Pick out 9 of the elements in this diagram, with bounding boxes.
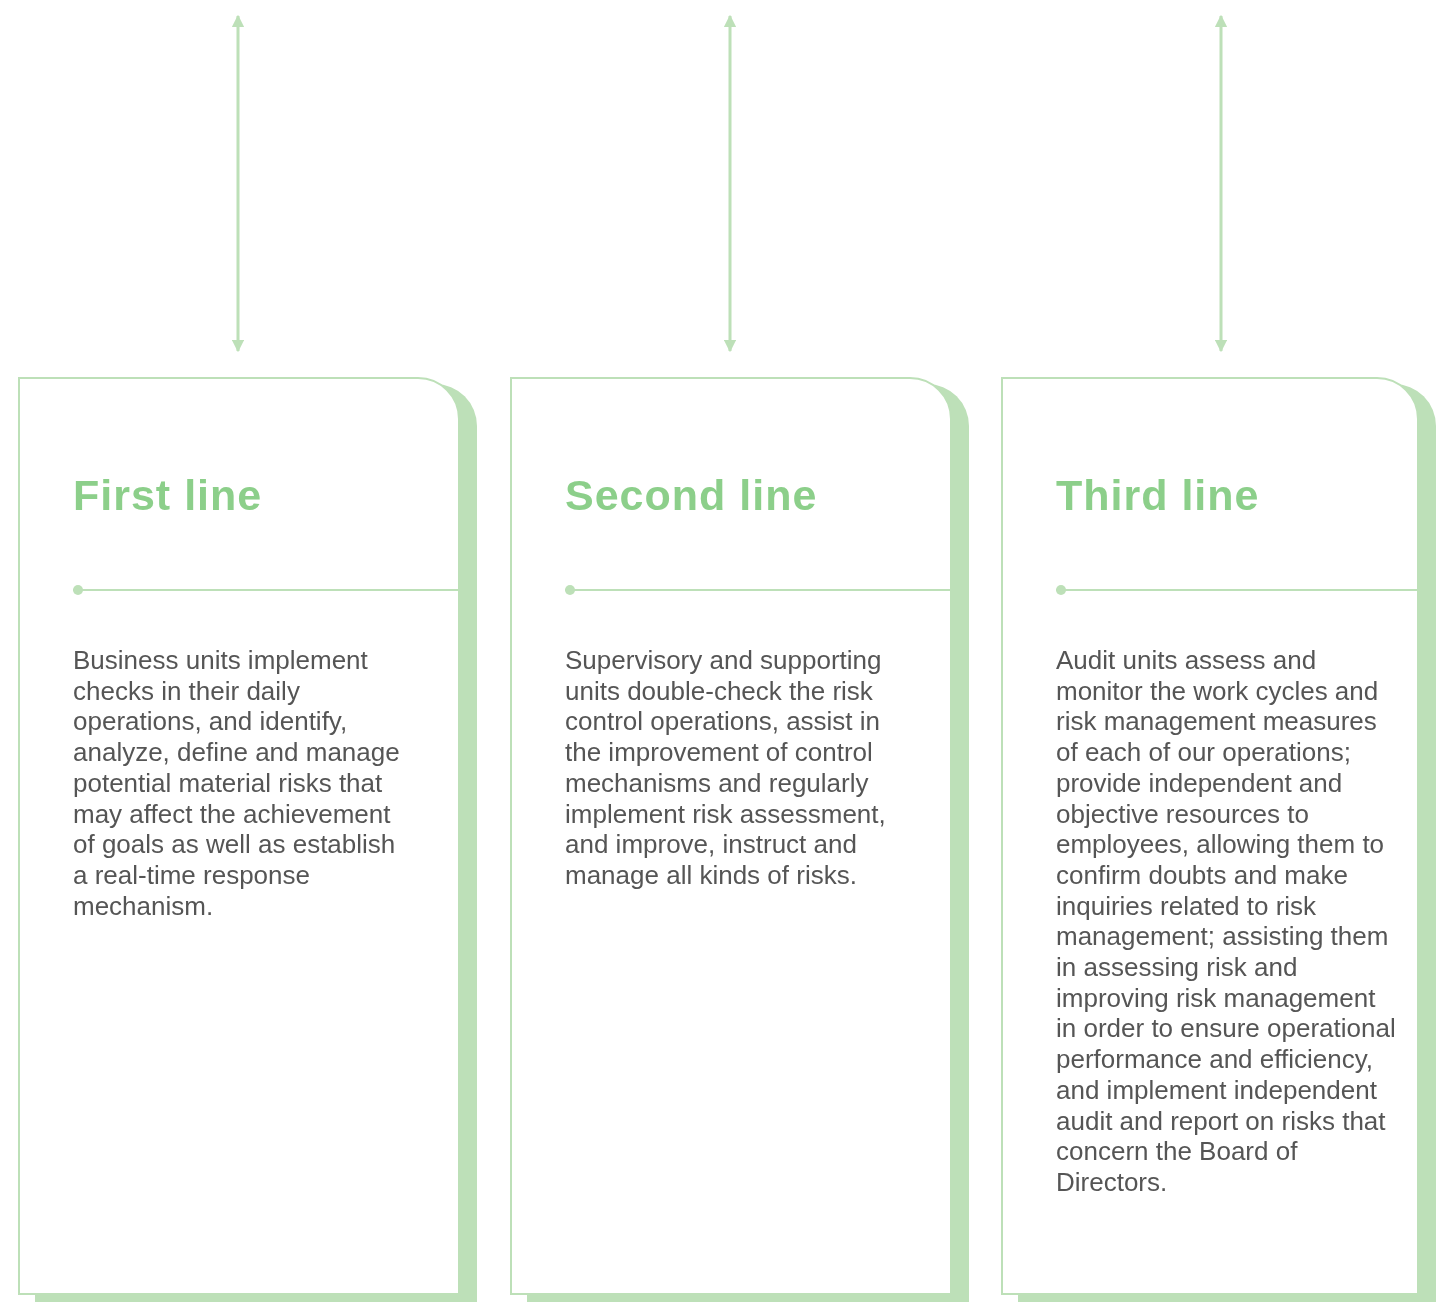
double-arrow: [231, 14, 245, 353]
description-text: Supervisory and supporting units double-check the risk control operations, assist in the improvement of control mechanisms and regularly implement risk assessment, and improve, instruct and manage all kinds of risks.: [565, 645, 887, 891]
card-heading: First line: [73, 471, 263, 520]
description-text: Audit units assess and monitor the work cycles and risk management measures of each of our operations; provide independent and objective resources to employees, allowing them to confirm doubts and make inquiries related to risk management; assisting them in assessing risk and improving risk management in order to ensure operational performance and efficiency, and implement independent audit and report on risks that concern the Board of Directors.: [1056, 645, 1396, 1198]
card-heading: Second line: [565, 471, 818, 520]
double-arrow: [723, 14, 737, 353]
card-heading: Third line: [1056, 471, 1260, 520]
double-arrow: [1214, 14, 1228, 353]
description-text: Business units implement checks in their daily operations, and identify, analyze, define and manage potential material risks that may affect the achievement of goals as well as establish a real-time response mechanism.: [73, 645, 401, 922]
